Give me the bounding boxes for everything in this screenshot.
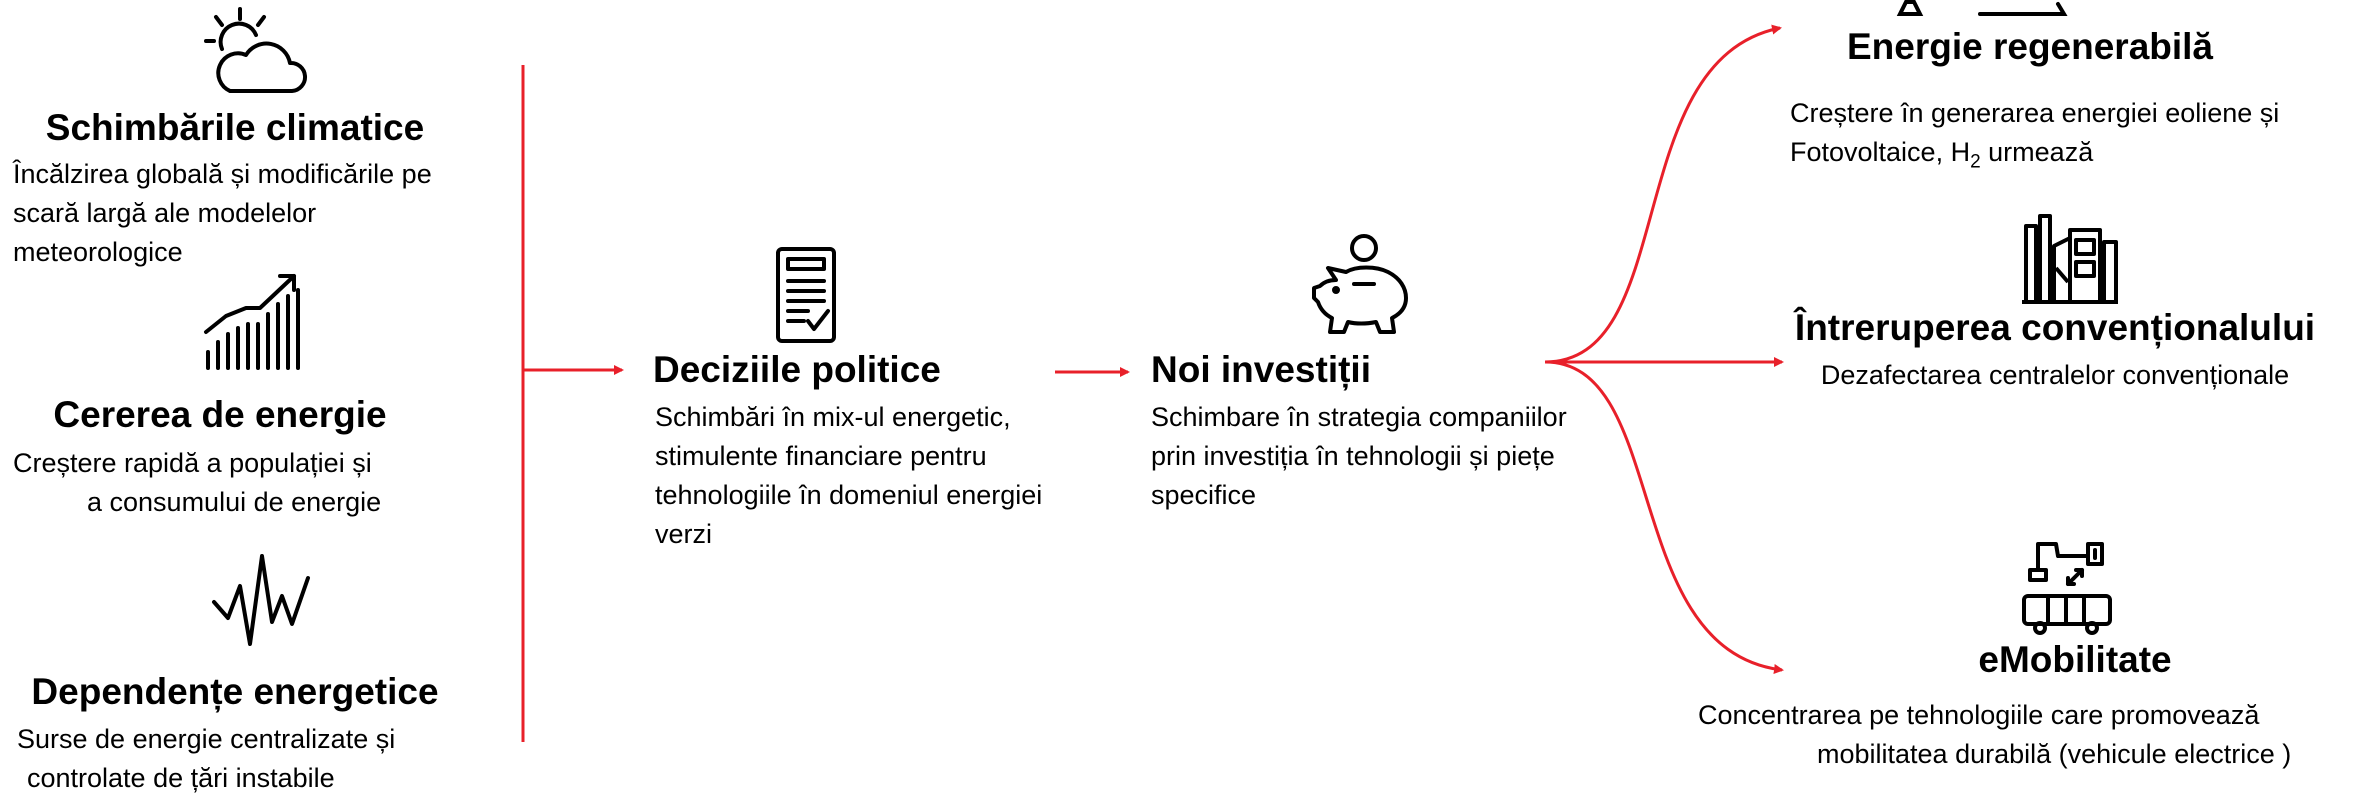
sun-cloud-icon	[200, 5, 310, 97]
driver-title: Dependențe energetice	[31, 671, 439, 712]
driver-description: Surse de energie centralizate și control…	[17, 724, 396, 794]
renewable-energy-icon	[1890, 0, 2070, 18]
piggy-bank-icon	[1310, 232, 1414, 340]
driver-title: Cererea de energie	[53, 394, 387, 435]
outcome-description: Dezafectarea centralelor convenționale	[1820, 360, 2290, 390]
charging-bus-icon	[2018, 540, 2114, 636]
waveform-icon	[210, 552, 314, 650]
outcome-description: Concentrarea pe tehnologiile care promov…	[1698, 700, 2292, 770]
driver-description: Încălzirea globală și modificările pe sc…	[13, 159, 432, 268]
driver-title: Schimbările climatice	[45, 107, 425, 148]
outcome-title: Întreruperea convenționalului	[1794, 307, 2316, 348]
driver-description: Creștere rapidă a populației și a consum…	[13, 448, 382, 518]
outcome-description: Creștere în generarea energiei eoliene ș…	[1790, 98, 2280, 173]
growth-chart-icon	[200, 268, 310, 372]
stage-description: Schimbare în strategia companiilor prin …	[1151, 402, 1567, 511]
arrow-to-renewable	[1544, 24, 1782, 364]
stage-title: Deciziile politice	[653, 349, 941, 390]
outcome-title: Energie regenerabilă	[1846, 26, 2214, 67]
document-check-icon	[772, 245, 840, 345]
stage-description: Schimbări în mix-ul energetic, stimulent…	[655, 402, 1043, 550]
outcome-title: eMobilitate	[1978, 639, 2172, 680]
power-plant-icon	[2020, 212, 2120, 304]
stage-title: Noi investiții	[1151, 349, 1371, 390]
arrow-to-emobility	[1544, 360, 1784, 674]
